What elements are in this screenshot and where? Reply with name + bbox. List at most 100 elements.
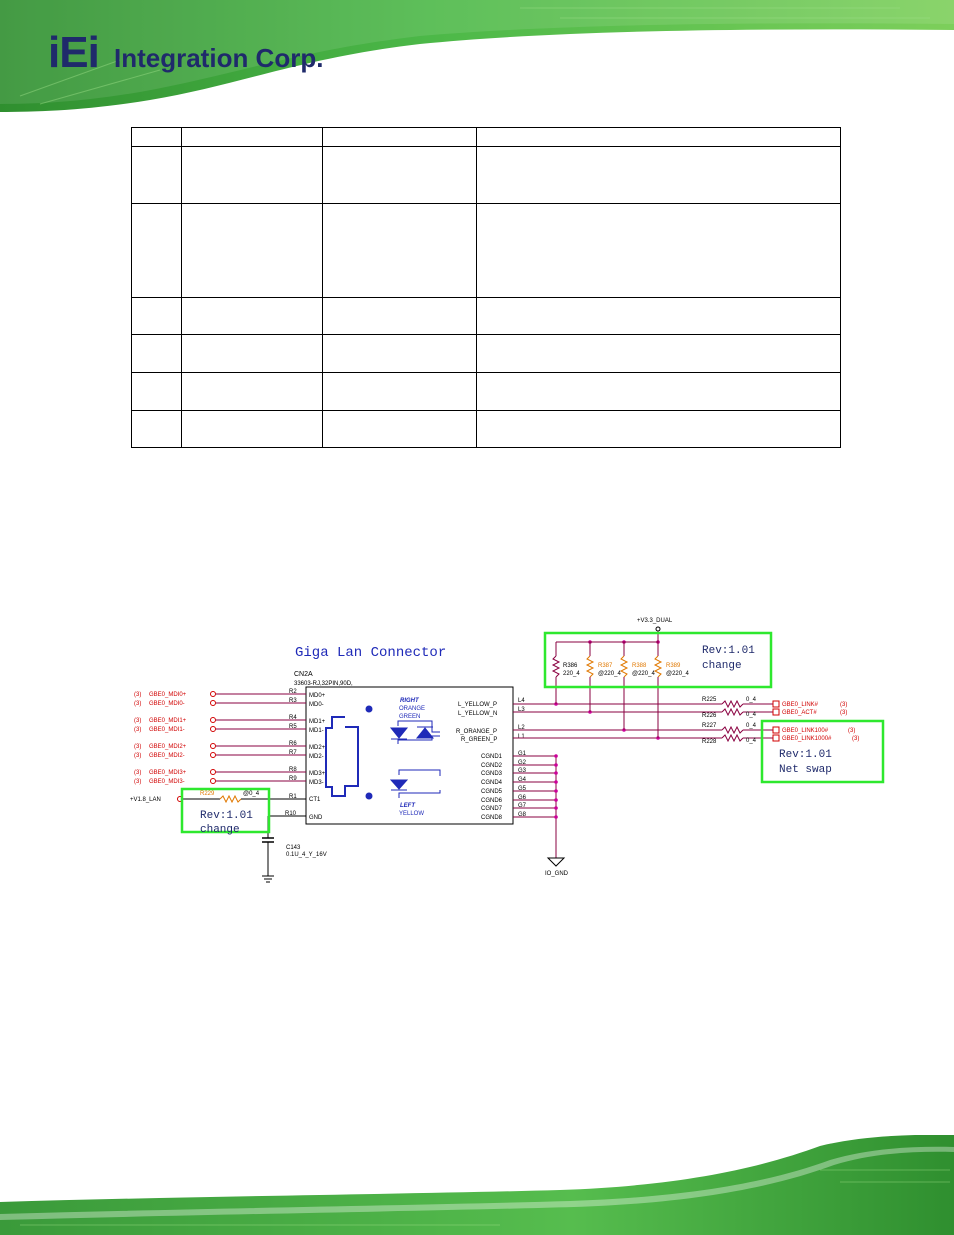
lan-connector-schematic: Giga Lan Connector CN2A 33603-RJ,32PIN,9… xyxy=(130,618,885,883)
output-connectors xyxy=(772,700,780,742)
svg-text:R226: R226 xyxy=(702,713,717,719)
left-net-labels: GBE0_MDI0+ GBE0_MDI0- GBE0_MDI1+ GBE0_MD… xyxy=(149,692,187,785)
cap-ref: C143 xyxy=(286,845,301,851)
svg-text:L1: L1 xyxy=(518,734,525,740)
r229-label: R229 xyxy=(200,791,215,797)
header-banner xyxy=(0,0,954,112)
svg-text:(3): (3) xyxy=(134,779,141,785)
led-left-label: LEFT xyxy=(400,803,416,809)
pullup-labels: R386 220_4 R387 @220_4 R388 @220_4 R389 … xyxy=(563,663,689,677)
svg-text:CGND2: CGND2 xyxy=(481,763,503,769)
svg-text:CGND5: CGND5 xyxy=(481,789,503,795)
table-row xyxy=(131,372,841,411)
cap-value: 0.1U_4_Y_16V xyxy=(286,852,327,858)
svg-text:R4: R4 xyxy=(289,715,297,721)
svg-text:R389: R389 xyxy=(666,663,681,669)
led-right-label: RIGHT xyxy=(400,698,420,704)
right-port-names: L_YELLOW_P L_YELLOW_N R_ORANGE_P R_GREEN… xyxy=(456,702,497,743)
svg-text:L_YELLOW_P: L_YELLOW_P xyxy=(458,702,497,708)
table-row xyxy=(131,297,841,335)
svg-text:@220_4: @220_4 xyxy=(632,671,655,677)
svg-text:(3): (3) xyxy=(134,718,141,724)
table-row xyxy=(131,334,841,373)
svg-text:G3: G3 xyxy=(518,768,527,774)
rev-left-line1: Rev:1.01 xyxy=(200,810,253,822)
footer-banner xyxy=(0,1135,954,1235)
svg-text:CGND1: CGND1 xyxy=(481,754,503,760)
svg-text:CGND7: CGND7 xyxy=(481,806,503,812)
svg-text:GBE0_MDI3+: GBE0_MDI3+ xyxy=(149,770,187,776)
svg-text:(3): (3) xyxy=(852,736,859,742)
table-row xyxy=(131,410,841,448)
left-wires xyxy=(216,693,306,782)
svg-text:(3): (3) xyxy=(134,727,141,733)
svg-text:CGND8: CGND8 xyxy=(481,815,503,821)
svg-text:L4: L4 xyxy=(518,698,525,704)
page-header: iEi Integration Corp. xyxy=(0,0,954,112)
svg-text:MD3+: MD3+ xyxy=(309,771,326,777)
svg-text:GBE0_LINK1000#: GBE0_LINK1000# xyxy=(782,736,832,742)
svg-text:L3: L3 xyxy=(518,707,525,713)
led-green-label: GREEN xyxy=(399,714,420,720)
svg-text:(3): (3) xyxy=(848,728,855,734)
svg-text:GBE0_ACT#: GBE0_ACT# xyxy=(782,710,817,716)
svg-text:R227: R227 xyxy=(702,723,717,729)
svg-text:GBE0_MDI2-: GBE0_MDI2- xyxy=(149,753,185,759)
svg-text:0_4: 0_4 xyxy=(746,723,757,729)
svg-text:GBE0_MDI1-: GBE0_MDI1- xyxy=(149,727,185,733)
ground-symbol xyxy=(262,875,274,883)
svg-text:R7: R7 xyxy=(289,750,297,756)
svg-text:R9: R9 xyxy=(289,776,297,782)
io-gnd-symbol xyxy=(546,857,566,867)
svg-text:R8: R8 xyxy=(289,767,297,773)
table-row xyxy=(131,203,841,298)
svg-text:G1: G1 xyxy=(518,751,527,757)
part-desc: 33603-RJ,32PIN,90D, xyxy=(294,681,353,687)
svg-text:GND: GND xyxy=(309,815,323,821)
r229-resistor xyxy=(219,794,242,804)
right-pin-numbers: L4 L3 L2 L1 G1 G2 G3 G4 G5 G6 G7 G8 xyxy=(518,698,527,818)
svg-text:MD3-: MD3- xyxy=(309,780,324,786)
table-row xyxy=(131,127,841,147)
svg-text:GBE0_LINK#: GBE0_LINK# xyxy=(782,702,819,708)
logo-mark: iEi xyxy=(48,28,100,77)
pullup-resistors xyxy=(551,642,663,738)
led-bicolor-icon xyxy=(389,720,440,744)
svg-text:G8: G8 xyxy=(518,812,527,818)
svg-text:R_ORANGE_P: R_ORANGE_P xyxy=(456,729,497,735)
left-sheet-refs: (3) (3) (3) (3) (3) (3) (3) (3) xyxy=(134,692,141,785)
rev-top-line1: Rev:1.01 xyxy=(702,645,755,657)
svg-text:R388: R388 xyxy=(632,663,647,669)
svg-text:@220_4: @220_4 xyxy=(666,671,689,677)
svg-text:R10: R10 xyxy=(285,811,297,817)
series-resistors xyxy=(721,699,773,743)
svg-text:G4: G4 xyxy=(518,777,527,783)
svg-text:CGND3: CGND3 xyxy=(481,771,503,777)
svg-text:R5: R5 xyxy=(289,724,297,730)
io-gnd-label: IO_GND xyxy=(545,871,569,877)
part-ref: CN2A xyxy=(294,671,313,678)
logo-name: Integration Corp. xyxy=(114,43,324,73)
svg-text:R386: R386 xyxy=(563,663,578,669)
svg-text:GBE0_MDI2+: GBE0_MDI2+ xyxy=(149,744,187,750)
svg-text:MD1-: MD1- xyxy=(309,728,324,734)
svg-text:R228: R228 xyxy=(702,739,717,745)
svg-text:CT1: CT1 xyxy=(309,797,321,803)
output-net-labels: GBE0_LINK# (3) GBE0_ACT# (3) GBE0_LINK10… xyxy=(782,702,859,742)
svg-text:R_GREEN_P: R_GREEN_P xyxy=(461,737,497,743)
svg-text:R2: R2 xyxy=(289,689,297,695)
svg-text:R3: R3 xyxy=(289,698,297,704)
svg-text:0_4: 0_4 xyxy=(746,738,757,744)
pin-table xyxy=(131,127,841,448)
svg-text:R6: R6 xyxy=(289,741,297,747)
rev-box-right xyxy=(760,719,885,784)
rev-right-line2: Net swap xyxy=(779,764,832,776)
svg-text:GBE0_MDI0+: GBE0_MDI0+ xyxy=(149,692,187,698)
left-pin-numbers: R2 R3 R4 R5 R6 R7 R8 R9 R1 R10 xyxy=(285,689,297,817)
svg-text:MD1+: MD1+ xyxy=(309,719,326,725)
svg-text:G5: G5 xyxy=(518,786,527,792)
v18-label: +V1.8_LAN xyxy=(130,797,161,803)
rev-box-top xyxy=(543,631,773,689)
svg-text:L_YELLOW_N: L_YELLOW_N xyxy=(458,711,497,717)
svg-text:(3): (3) xyxy=(134,753,141,759)
